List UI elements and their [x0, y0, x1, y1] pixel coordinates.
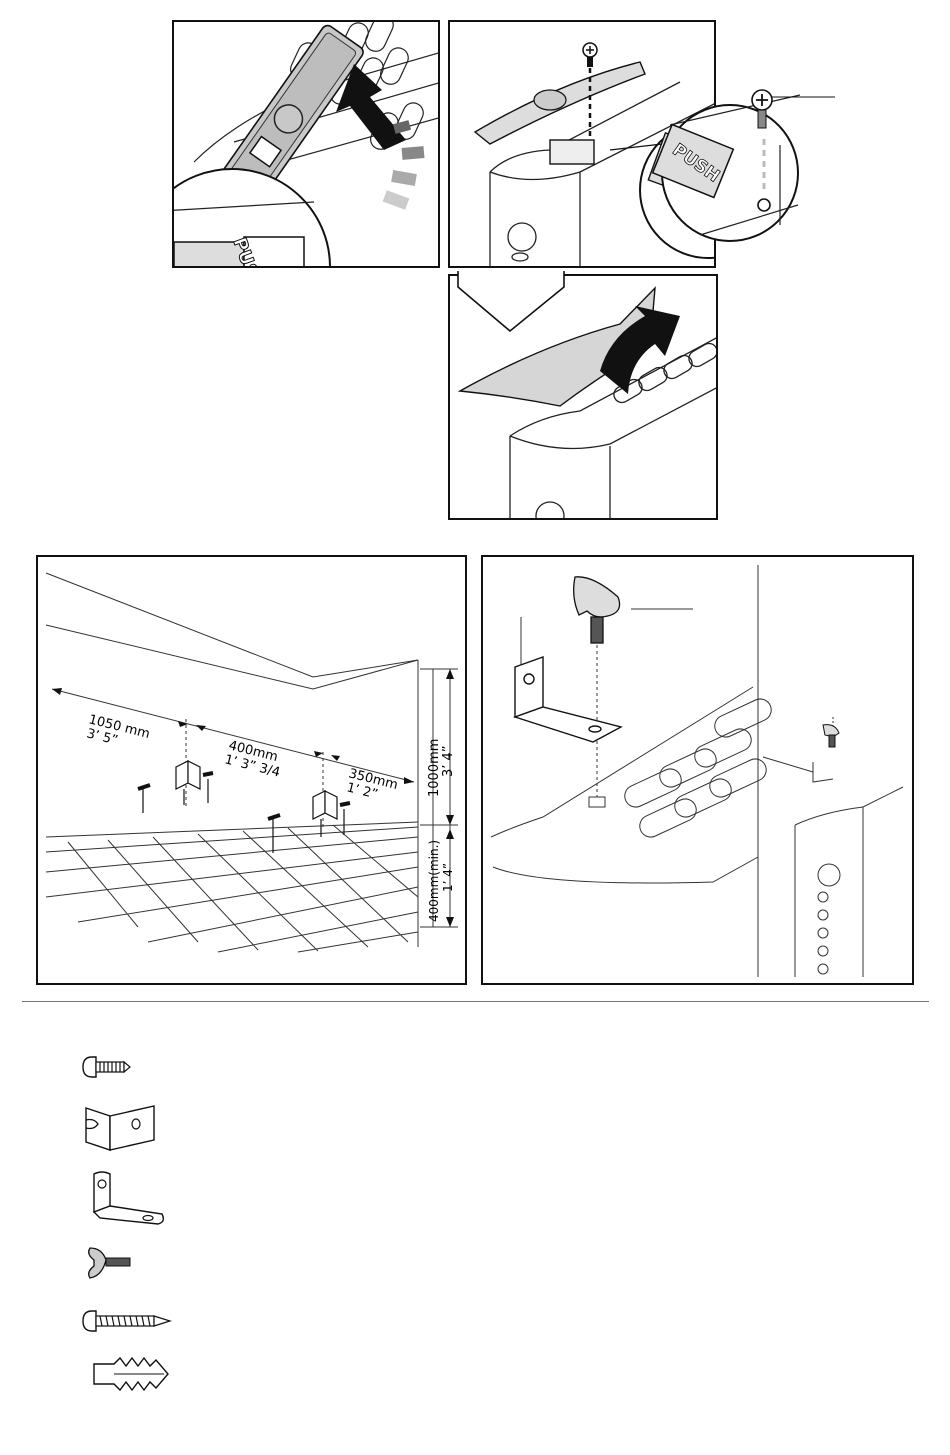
dim-height-mm: 1000mm	[427, 739, 442, 797]
dim-floor-mm: 400mm(min.)	[427, 840, 441, 922]
part-l-bracket	[80, 1168, 170, 1228]
step1-panel: PUSH	[172, 20, 440, 268]
l-bracket-icon	[80, 1168, 170, 1228]
part-small-screw	[80, 1054, 140, 1080]
bracket-diagram	[483, 557, 914, 985]
wing-bolt-large-icon	[574, 577, 620, 643]
l-bracket-large-icon	[515, 657, 621, 742]
pan-head-screw-icon	[80, 1054, 140, 1080]
section-divider	[22, 1001, 929, 1002]
wall-diagram: 1050 mm 3’ 5” 400mm 1’ 3” 3/4 350mm 1’ 2…	[38, 557, 467, 985]
wall-dimensions-panel: 1050 mm 3’ 5” 400mm 1’ 3” 3/4 350mm 1’ 2…	[36, 555, 467, 985]
wall-bracket-icon	[138, 761, 350, 853]
part-wall-plug	[80, 1354, 180, 1394]
dim-floor-in: 1’ 4”	[441, 863, 455, 892]
step2-zoom-overlay: PUSH	[630, 85, 850, 265]
wing-bolt-small-icon	[823, 725, 839, 747]
part-wing-bolt	[80, 1246, 140, 1280]
wall-plug-icon	[80, 1354, 180, 1394]
wing-bolt-icon	[80, 1246, 140, 1280]
part-long-screw	[80, 1308, 180, 1334]
u-bracket-icon	[80, 1102, 160, 1152]
notch-lines	[452, 265, 572, 335]
part-wall-bracket	[80, 1102, 160, 1152]
wood-screw-icon	[80, 1308, 180, 1334]
bracket-mounting-panel	[481, 555, 914, 985]
step1-illustration: PUSH	[174, 22, 440, 268]
screw-icon	[583, 43, 597, 67]
dim-height-in: 3’ 4”	[441, 745, 456, 777]
